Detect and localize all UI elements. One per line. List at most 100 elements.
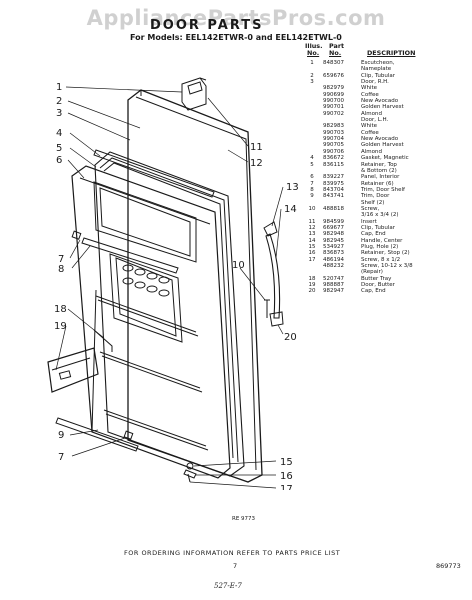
butter-door — [47, 347, 99, 393]
callout-17: 17 — [280, 484, 293, 490]
callout-7-bottom: 7 — [58, 452, 64, 463]
illus-number: 18 — [308, 275, 316, 282]
escutcheon-nameplate — [181, 77, 207, 111]
callout-8: 8 — [58, 264, 64, 275]
part-number: 836115 — [323, 161, 344, 168]
screw-bottom — [187, 473, 191, 483]
illus-number: 4 — [310, 155, 314, 162]
part-description: (Repair) — [361, 269, 383, 276]
part-number: 990700 — [323, 98, 344, 105]
part-description: New Avocado — [361, 98, 399, 105]
header-part-line2: No. — [329, 49, 342, 57]
callout-20: 20 — [284, 332, 297, 343]
part-description: Cap, End — [361, 288, 386, 295]
callout-15: 15 — [280, 457, 293, 468]
part-description: Almond — [361, 148, 382, 155]
part-description: 3/16 x 3/4 (2) — [361, 212, 399, 219]
part-description: Almond — [361, 110, 382, 117]
callout-12: 12 — [250, 158, 263, 169]
part-number: 982945 — [323, 237, 344, 244]
page-number: 7 — [233, 562, 238, 570]
illus-number: 15 — [308, 243, 316, 250]
header-illus-line2: No. — [307, 49, 320, 57]
parts-row: Door, L.H. — [305, 117, 470, 123]
part-number: 669677 — [323, 224, 344, 231]
part-description: Golden Harvest — [361, 142, 404, 149]
part-number: 848307 — [323, 60, 344, 66]
hole-plug — [186, 462, 194, 470]
callout-13: 13 — [286, 182, 299, 193]
illus-number: 17 — [308, 256, 316, 263]
part-description: Insert — [361, 218, 377, 225]
part-number: 990706 — [323, 148, 344, 155]
illus-number: 11 — [308, 218, 316, 225]
illus-number: 2 — [310, 72, 314, 79]
parts-row: (Repair) — [305, 269, 470, 275]
watermark-text: AppliancePartsPros.com — [86, 6, 386, 30]
part-number: 836672 — [323, 155, 344, 162]
part-number: 984599 — [323, 218, 344, 225]
callout-5: 5 — [56, 143, 62, 154]
part-description: Nameplate — [361, 66, 392, 73]
part-number: 659676 — [323, 72, 344, 79]
illus-number: 9 — [310, 193, 314, 200]
callout-6: 6 — [56, 155, 62, 166]
part-number: 990704 — [323, 136, 344, 143]
part-number: 990703 — [323, 129, 344, 136]
part-number: 990701 — [323, 104, 344, 111]
figure-reference: RE 9773 — [232, 516, 256, 522]
part-number: 982947 — [323, 288, 344, 295]
part-description: Handle, Center — [361, 237, 403, 244]
callout-1: 1 — [56, 82, 62, 93]
page-title: DOOR PARTS — [150, 18, 264, 33]
part-description: Retainer (6) — [361, 180, 394, 187]
illus-number: 19 — [308, 282, 316, 289]
parts-row: 3/16 x 3/4 (2) — [305, 212, 470, 218]
document-number: 869773 — [436, 562, 461, 570]
part-description: Golden Harvest — [361, 104, 404, 111]
illus-number: 12 — [308, 224, 316, 231]
part-description: Screw, — [361, 205, 380, 212]
part-number: 990699 — [323, 91, 344, 98]
part-number: 990702 — [323, 110, 344, 117]
illus-number: 3 — [310, 79, 314, 86]
illus-number: 5 — [310, 161, 314, 168]
egg-cups — [122, 264, 170, 297]
callout-2: 2 — [56, 96, 62, 107]
parts-row: Nameplate — [305, 66, 470, 72]
part-description: White — [361, 123, 377, 130]
part-description: Clip, Tubular — [361, 72, 396, 79]
handle-center — [263, 221, 284, 327]
parts-row: 990706 Almond — [305, 149, 470, 155]
retainer-clip-bottom — [123, 430, 134, 440]
illus-number: 6 — [310, 174, 314, 181]
callout-14: 14 — [284, 204, 297, 215]
header-illus-line1: Illus. — [305, 42, 323, 50]
part-description: Trim, Door — [361, 193, 390, 200]
part-description: Coffee — [361, 91, 379, 98]
part-number: 488232 — [323, 263, 344, 269]
retainer-top — [93, 149, 215, 198]
part-number: 486194 — [323, 256, 344, 263]
part-description: Cap, End — [361, 231, 386, 238]
callout-18: 18 — [54, 304, 67, 315]
part-number: 488818 — [323, 205, 344, 212]
page-stamp: 527-E-7 — [214, 582, 242, 590]
part-number: 982948 — [323, 231, 344, 238]
illus-number: 16 — [308, 250, 316, 257]
part-description: Clip, Tubular — [361, 224, 396, 231]
page-subtitle: For Models: EEL142ETWR-0 and EEL142ETWL-… — [130, 33, 342, 42]
parts-row: 2 659676 Clip, Tubular — [305, 73, 470, 79]
part-number: 843704 — [323, 186, 344, 193]
callout-19: 19 — [54, 321, 67, 332]
